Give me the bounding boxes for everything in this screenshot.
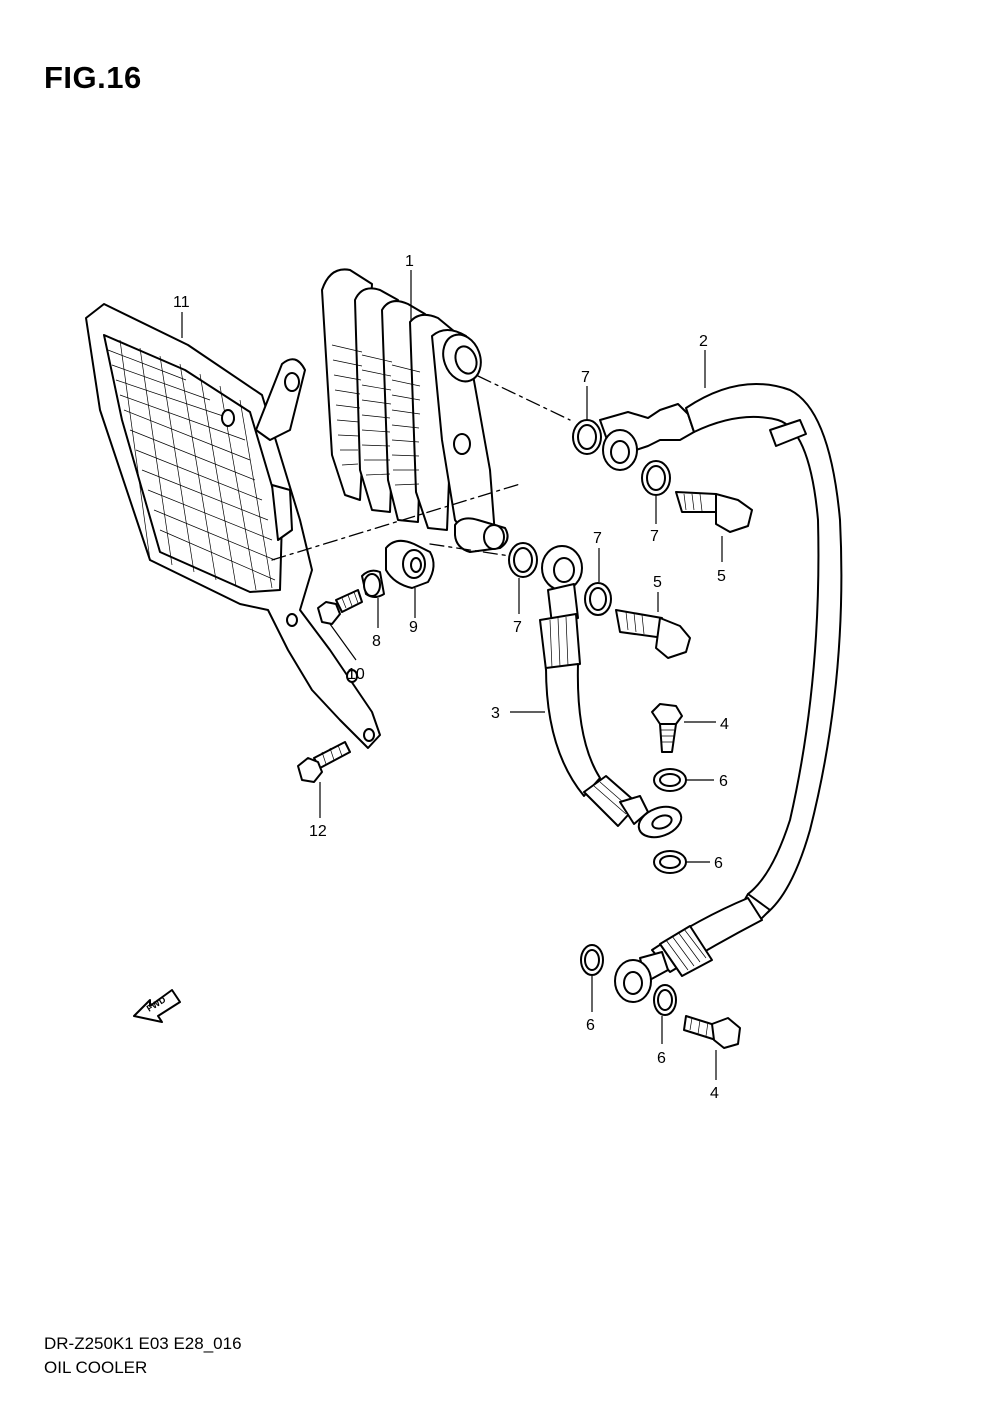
callout-6: 6 xyxy=(657,1050,666,1067)
callout-8: 8 xyxy=(372,633,381,650)
part-6-washer xyxy=(580,944,604,976)
part-8-collar xyxy=(361,569,385,598)
callout-2: 2 xyxy=(699,333,708,350)
alignment-lines xyxy=(271,375,571,561)
callout-7: 7 xyxy=(650,528,659,545)
part-6-washer xyxy=(653,984,677,1016)
part-10-bolt xyxy=(317,589,363,625)
part-4-bolt-lower xyxy=(683,1015,741,1049)
part-7-washer xyxy=(584,582,612,616)
part-1-oil-cooler xyxy=(321,268,509,553)
part-9-grommet xyxy=(385,539,435,589)
part-6-washer xyxy=(653,768,687,792)
part-7-washer xyxy=(641,460,671,496)
figure-title: FIG.16 xyxy=(44,60,142,95)
callout-7: 7 xyxy=(593,530,602,547)
callout-1: 1 xyxy=(405,253,414,270)
callout-5: 5 xyxy=(653,574,662,591)
callout-12: 12 xyxy=(309,823,327,840)
part-12-bolt xyxy=(297,741,351,783)
part-5-union-bolt-lower xyxy=(615,609,691,659)
part-11-cooler-guard xyxy=(85,303,381,749)
part-7-washer xyxy=(572,419,602,455)
callout-6: 6 xyxy=(586,1017,595,1034)
fwd-arrow-icon: FWD xyxy=(133,989,181,1023)
callout-9: 9 xyxy=(409,619,418,636)
callout-4: 4 xyxy=(720,716,729,733)
diagram-code: DR-Z250K1 E03 E28_016 xyxy=(44,1334,242,1353)
part-3-short-hose xyxy=(539,545,683,839)
callout-5: 5 xyxy=(717,568,726,585)
callout-4: 4 xyxy=(710,1085,719,1102)
callout-7: 7 xyxy=(513,619,522,636)
part-6-washer xyxy=(653,850,687,874)
callout-labels: 1 2 3 4 4 5 5 6 6 6 6 7 7 7 7 8 9 10 11 … xyxy=(173,253,729,1102)
diagram-name: OIL COOLER xyxy=(44,1358,148,1377)
callout-10: 10 xyxy=(347,666,365,683)
callout-3: 3 xyxy=(491,705,500,722)
callout-6: 6 xyxy=(714,855,723,872)
callout-6: 6 xyxy=(719,773,728,790)
part-4-bolt-upper xyxy=(651,703,683,753)
part-7-washer xyxy=(508,542,538,578)
leader-lines xyxy=(181,270,723,1080)
callout-11: 11 xyxy=(173,294,190,311)
callout-7: 7 xyxy=(581,369,590,386)
part-5-union-bolt-upper xyxy=(675,491,753,533)
part-2-long-hose xyxy=(599,383,843,1003)
